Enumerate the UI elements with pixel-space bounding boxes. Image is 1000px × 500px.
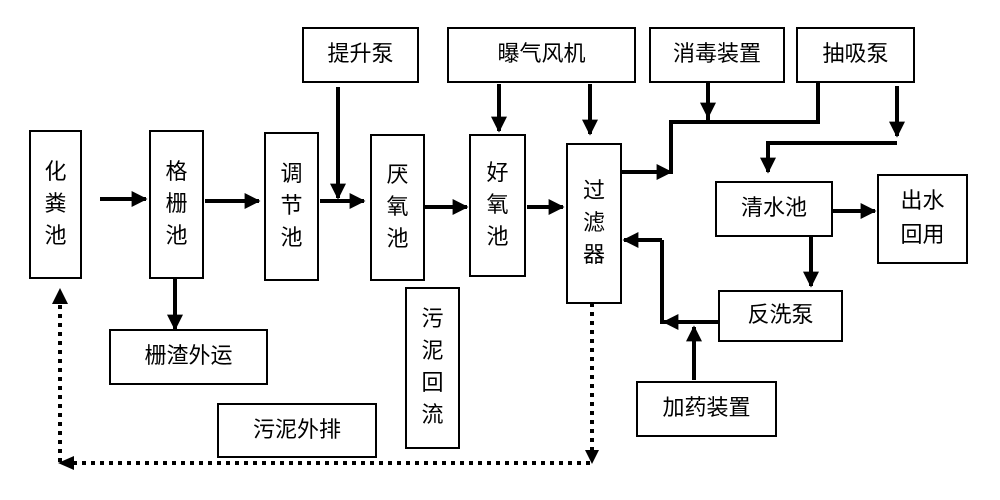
water-outlet-box: 出水回用 [877, 174, 968, 264]
filter-label: 过滤器 [582, 178, 605, 268]
suction-pump-box: 抽吸泵 [796, 27, 915, 83]
aerobic-tank-label: 好氧池 [486, 160, 509, 250]
septic-tank-box: 化粪池 [29, 130, 82, 279]
water-outlet-label: 出水回用 [900, 189, 945, 248]
sludge-return-label: 污泥回流 [421, 307, 444, 428]
aeration-blower-box: 曝气风机 [447, 27, 636, 83]
arrow-sludge-to-septic-head [52, 288, 68, 304]
sludge-return-box: 污泥回流 [405, 287, 460, 449]
line-suction-pump [708, 82, 820, 124]
lift-pump-label: 提升泵 [327, 42, 394, 67]
arrow-sludge-down-head [585, 450, 599, 464]
aerobic-tank-box: 好氧池 [469, 134, 526, 277]
backwash-pump-label: 反洗泵 [747, 303, 814, 328]
sludge-discharge-label: 污泥外排 [252, 417, 341, 443]
lift-pump-box: 提升泵 [302, 27, 419, 83]
disinfection-device-box: 消毒装置 [649, 27, 785, 83]
backwash-pump-box: 反洗泵 [718, 290, 843, 342]
arrow-filter-out [622, 82, 710, 174]
equalization-tank-label: 调节池 [280, 161, 303, 251]
disinfection-device-label: 消毒装置 [672, 42, 761, 67]
anaerobic-tank-label: 厌氧池 [386, 162, 409, 252]
arrow-backwash-to-filter-line [660, 240, 718, 324]
clear-water-tank-box: 清水池 [715, 181, 833, 237]
dotted-sludge-line [58, 285, 594, 465]
sludge-discharge-box: 污泥外排 [217, 403, 377, 458]
screen-tank-box: 格栅池 [149, 130, 204, 279]
arrow-suction-to-clear-water [760, 141, 897, 174]
clear-water-tank-label: 清水池 [740, 196, 807, 221]
filter-box: 过滤器 [566, 143, 622, 304]
screen-tank-label: 格栅池 [165, 159, 188, 249]
aeration-blower-label: 曝气风机 [497, 42, 586, 67]
suction-pump-label: 抽吸泵 [822, 42, 889, 67]
screenings-disposal-label: 栅渣外运 [144, 344, 233, 369]
screenings-disposal-box: 栅渣外运 [109, 329, 268, 385]
dosing-device-label: 加药装置 [662, 396, 751, 421]
equalization-tank-box: 调节池 [264, 132, 319, 281]
arrow-sludge-left-head [58, 456, 74, 470]
septic-tank-label: 化粪池 [44, 159, 67, 249]
anaerobic-tank-box: 厌氧池 [370, 134, 425, 281]
dosing-device-box: 加药装置 [636, 381, 777, 437]
